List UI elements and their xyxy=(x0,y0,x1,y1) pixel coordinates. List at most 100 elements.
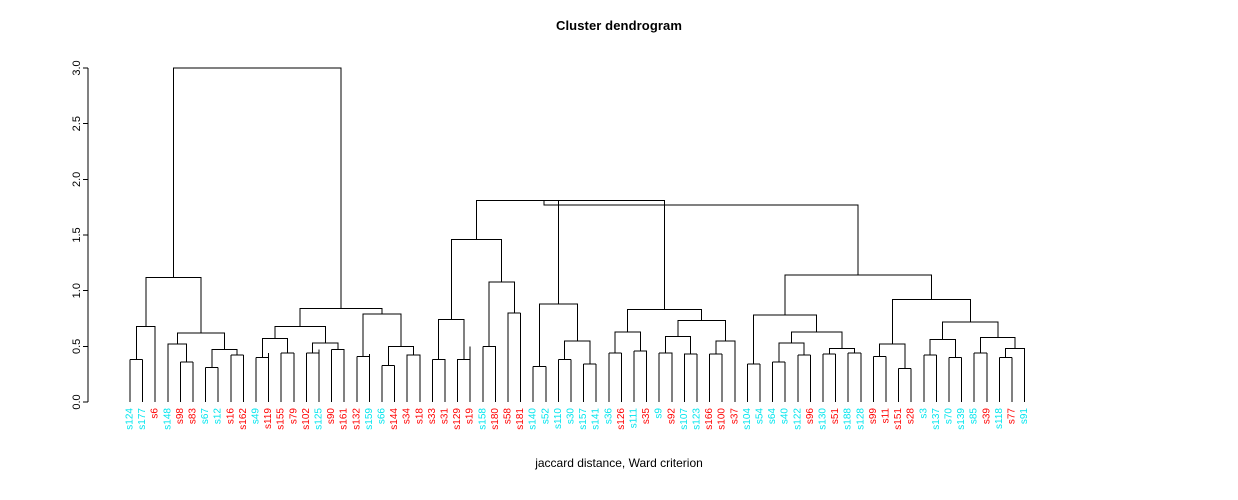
dendrogram-link xyxy=(784,274,932,316)
y-axis-tick-label: 1.5 xyxy=(71,227,83,242)
leaf-label: s33 xyxy=(427,408,438,425)
dendrogram-link xyxy=(211,349,238,368)
leaf-label: s122 xyxy=(792,408,803,430)
dendrogram-link xyxy=(791,331,843,349)
leaf-label: s148 xyxy=(162,408,173,430)
dendrogram-link xyxy=(677,320,726,341)
dendrogram-link xyxy=(438,319,465,360)
leaf-label: s155 xyxy=(276,408,287,430)
leaf-label: s6 xyxy=(150,408,161,419)
dendrogram-link xyxy=(715,340,736,355)
y-axis-tick-label: 0.5 xyxy=(71,339,83,354)
leaf-label: s158 xyxy=(477,408,488,430)
leaf-label: s119 xyxy=(263,408,274,429)
leaf-label: s180 xyxy=(490,408,501,430)
leaf-label: s111 xyxy=(629,408,640,429)
dendrogram-link xyxy=(1005,348,1026,358)
leaf-label: s77 xyxy=(1007,408,1018,425)
leaf-label: s102 xyxy=(301,408,312,430)
leaf-label: s139 xyxy=(956,408,967,430)
leaf-label: s16 xyxy=(225,408,236,425)
leaf-label: s157 xyxy=(578,408,589,430)
leaf-label: s99 xyxy=(868,408,879,425)
leaf-label: s110 xyxy=(553,408,564,429)
dendrogram-link xyxy=(614,331,641,354)
dendrogram-link xyxy=(299,307,383,327)
dendrogram-link xyxy=(145,276,202,333)
leaf-label: s91 xyxy=(1019,408,1030,425)
leaf-label: s30 xyxy=(566,408,577,425)
leaf-label: s35 xyxy=(641,408,652,425)
leaf-label: s92 xyxy=(666,408,677,425)
leaf-label: s107 xyxy=(679,408,690,430)
dendrogram-link xyxy=(406,354,421,366)
y-axis-tick-label: 2.5 xyxy=(71,116,83,131)
leaf-label: s12 xyxy=(213,408,224,425)
x-axis-caption: jaccard distance, Ward criterion xyxy=(535,456,703,470)
dendrogram-link xyxy=(778,342,805,362)
leaf-label: s36 xyxy=(603,408,614,425)
dendrogram-link xyxy=(564,340,591,365)
dendrogram-link xyxy=(312,342,339,354)
dendrogram-link xyxy=(634,350,648,354)
dendrogram-link xyxy=(331,349,345,357)
leaf-label: s67 xyxy=(200,408,211,425)
leaf-label: s125 xyxy=(314,408,325,430)
dendrogram-link xyxy=(683,353,697,356)
leaf-label: s11 xyxy=(881,408,892,424)
leaf-label: s161 xyxy=(339,408,350,430)
leaf-label: s18 xyxy=(414,408,425,425)
leaf-label: s70 xyxy=(944,408,955,425)
leaf-label: s162 xyxy=(238,408,249,430)
dendrogram-link xyxy=(488,281,515,347)
leaf-label: s40 xyxy=(780,408,791,425)
leaf-label: s9 xyxy=(654,408,665,419)
leaf-label: s100 xyxy=(717,408,728,430)
leaf-label: s126 xyxy=(616,408,627,430)
leaf-label: s128 xyxy=(855,408,866,430)
dendrogram-link xyxy=(476,199,612,240)
dendrogram-link xyxy=(172,67,342,309)
dendrogram-link xyxy=(362,313,402,357)
leaf-label: s104 xyxy=(742,408,753,430)
leaf-label: s166 xyxy=(704,408,715,430)
leaf-label: s159 xyxy=(364,408,375,430)
leaf-label: s141 xyxy=(591,408,602,430)
leaf-label: s151 xyxy=(893,408,904,430)
leaf-label: s118 xyxy=(994,408,1005,429)
leaf-label: s51 xyxy=(830,408,841,425)
dendrogram-link xyxy=(665,335,692,355)
leaf-label: s39 xyxy=(981,408,992,425)
leaf-label: s34 xyxy=(402,408,413,425)
dendrogram-link xyxy=(432,359,446,362)
dendrogram-link xyxy=(482,345,496,354)
y-axis-tick-label: 2.0 xyxy=(71,172,83,187)
dendrogram-link xyxy=(507,312,521,354)
y-axis-tick-label: 1.0 xyxy=(71,283,83,298)
leaf-label: s188 xyxy=(843,408,854,430)
dendrogram-link xyxy=(557,199,666,310)
leaf-label: s124 xyxy=(125,408,136,430)
leaf-label: s31 xyxy=(440,408,451,425)
dendrogram-link xyxy=(274,325,326,343)
leaf-label: s52 xyxy=(540,408,551,425)
dendrogram-link xyxy=(167,343,188,362)
dendrogram-link xyxy=(261,338,288,358)
leaf-label: s90 xyxy=(326,408,337,425)
dendrogram-link xyxy=(980,336,1016,354)
dendrogram-link xyxy=(753,314,818,365)
leaf-label: s181 xyxy=(515,408,526,430)
leaf-label: s49 xyxy=(251,408,262,425)
leaf-label: s137 xyxy=(931,408,942,430)
leaf-label: s96 xyxy=(805,408,816,425)
dendrogram-link xyxy=(450,238,503,320)
leaf-label: s129 xyxy=(452,408,463,430)
leaf-label: s85 xyxy=(969,408,980,425)
dendrogram-link xyxy=(659,352,673,356)
leaf-label: s83 xyxy=(188,408,199,425)
leaf-label: s130 xyxy=(818,408,829,430)
leaf-label: s98 xyxy=(175,408,186,425)
leaf-label: s79 xyxy=(288,408,299,425)
dendrogram-link xyxy=(135,325,156,360)
